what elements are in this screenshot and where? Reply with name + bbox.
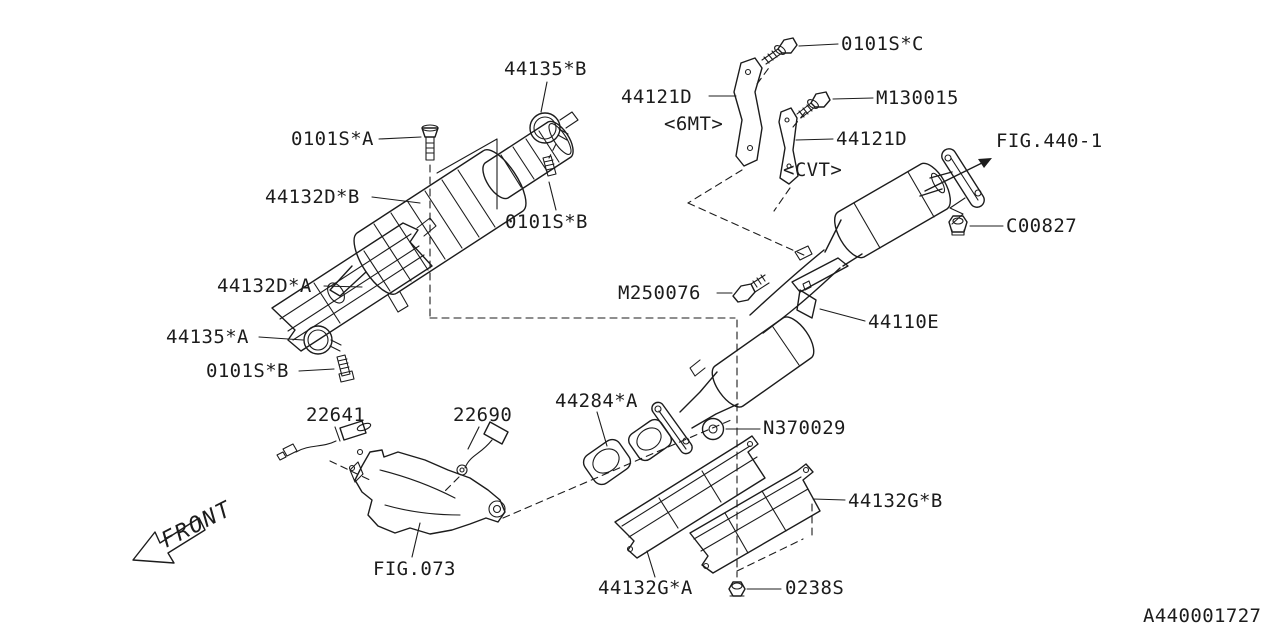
label-22641: 22641 [306,404,365,426]
bracket-drawings [733,37,831,185]
label-44284-a: 44284*A [555,390,638,412]
label-cvt: <CVT> [783,159,842,181]
front-direction-marker: FRONT [132,496,237,564]
label-44132d-a: 44132D*A [217,275,312,297]
label-fig-073: FIG.073 [373,558,456,580]
diagram-id: A440001727 [1143,605,1261,627]
label-m250076: M250076 [618,282,701,304]
part-labels: 44135*B 0101S*C 44121D M130015 <6MT> 441… [166,33,1261,627]
label-c00827: C00827 [1006,215,1077,237]
label-22690: 22690 [453,404,512,426]
upper-converter-drawing [327,111,579,313]
label-fig-440-1: FIG.440-1 [996,130,1103,152]
label-44132d-b: 44132D*B [265,186,360,208]
label-0101s-c: 0101S*C [841,33,924,55]
front-pipe-drawing [582,148,992,486]
label-6mt: <6MT> [664,113,723,135]
rear-shield-drawings [614,435,821,597]
label-0101s-b-top: 0101S*B [505,211,588,233]
label-44135-a: 44135*A [166,326,249,348]
label-44121d-6mt: 44121D [621,86,692,108]
front-label: FRONT [157,496,236,553]
label-0101s-a: 0101S*A [291,128,374,150]
label-44121d-cvt: 44121D [836,128,907,150]
label-44110e: 44110E [868,311,939,333]
label-0101s-b-bottom: 0101S*B [206,360,289,382]
label-n370029: N370029 [763,417,846,439]
label-44132g-b: 44132G*B [848,490,943,512]
lower-shield-drawing [271,217,437,383]
label-m130015: M130015 [876,87,959,109]
leader-lines [258,43,1004,590]
label-44132g-a: 44132G*A [598,577,693,599]
manifold-drawing [276,420,509,535]
label-44135-b: 44135*B [504,58,587,80]
construction-lines [329,64,813,578]
label-0238s: 0238S [785,577,844,599]
